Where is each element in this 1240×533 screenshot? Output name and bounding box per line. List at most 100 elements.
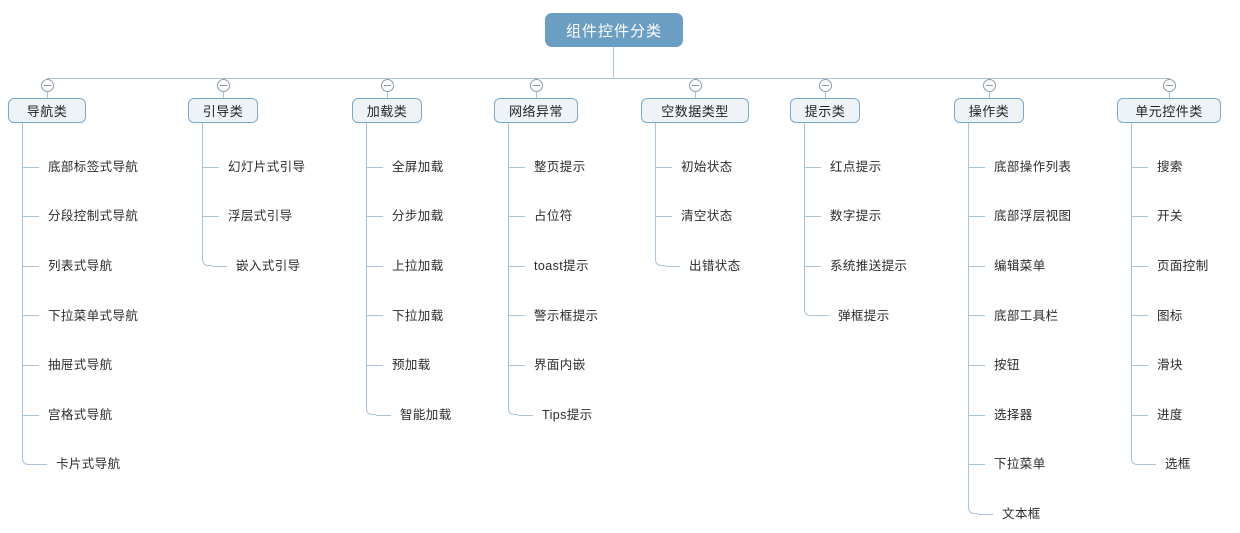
leaf-item[interactable]: 卡片式导航 — [32, 457, 121, 473]
leaf-item[interactable]: 系统推送提示 — [805, 258, 907, 274]
leaf-item[interactable]: 底部浮层视图 — [969, 209, 1071, 225]
leaf-item[interactable]: 下拉菜单式导航 — [23, 308, 138, 324]
leaf-item-label: 卡片式导航 — [56, 457, 121, 472]
leaf-connector-line — [518, 414, 533, 416]
leaf-item-label: 清空状态 — [681, 209, 733, 224]
leaf-item[interactable]: 界面内嵌 — [509, 357, 586, 373]
collapse-minus-circle-icon[interactable] — [217, 79, 230, 92]
leaf-item-label: 选择器 — [994, 407, 1033, 422]
leaf-item[interactable]: 浮层式引导 — [203, 209, 293, 225]
category-node-8[interactable]: 单元控件类 — [1117, 98, 1221, 123]
leaf-item[interactable]: 页面控制 — [1132, 258, 1209, 274]
collapse-minus-circle-icon[interactable] — [530, 79, 543, 92]
leaf-item[interactable]: 底部工具栏 — [969, 308, 1059, 324]
leaf-item[interactable]: 抽屉式导航 — [23, 357, 113, 373]
leaf-connector-line — [509, 265, 525, 267]
leaf-item[interactable]: 初始状态 — [656, 159, 733, 175]
leaf-item[interactable]: 分步加载 — [367, 209, 444, 225]
collapse-minus-circle-icon[interactable] — [1163, 79, 1176, 92]
root-node[interactable]: 组件控件分类 — [545, 13, 683, 47]
leaf-connector-line — [805, 265, 821, 267]
leaf-connector-line — [805, 216, 821, 218]
leaf-item[interactable]: 下拉菜单 — [969, 457, 1046, 473]
category-node-3[interactable]: 加载类 — [352, 98, 422, 123]
leaf-item[interactable]: 宫格式导航 — [23, 407, 113, 423]
category-drop-line — [536, 78, 537, 79]
leaf-item[interactable]: 选框 — [1141, 457, 1191, 473]
category-spine-line — [22, 123, 32, 465]
collapse-minus-circle-icon[interactable] — [381, 79, 394, 92]
leaf-item[interactable]: 弹框提示 — [814, 308, 890, 324]
leaf-item-label: 分段控制式导航 — [48, 209, 139, 224]
root-node-label: 组件控件分类 — [565, 22, 662, 40]
leaf-item[interactable]: 选择器 — [969, 407, 1033, 423]
leaf-item[interactable]: 清空状态 — [656, 209, 733, 225]
leaf-item[interactable]: 嵌入式引导 — [212, 258, 301, 274]
leaf-item[interactable]: 文本框 — [978, 506, 1041, 522]
leaf-item-label: 警示框提示 — [534, 308, 599, 323]
leaf-connector-line — [23, 414, 39, 416]
leaf-item[interactable]: 底部标签式导航 — [23, 159, 138, 175]
leaf-item-label: 底部工具栏 — [994, 308, 1059, 323]
leaf-connector-line — [509, 166, 525, 168]
leaf-item[interactable]: 底部操作列表 — [969, 159, 1071, 175]
collapse-minus-circle-icon[interactable] — [41, 79, 54, 92]
leaf-item-label: 开关 — [1157, 209, 1183, 224]
leaf-item[interactable]: Tips提示 — [518, 407, 593, 423]
collapse-minus-circle-icon[interactable] — [689, 79, 702, 92]
leaf-item[interactable]: 预加载 — [367, 357, 431, 373]
leaf-item[interactable]: 占位符 — [509, 209, 573, 225]
leaf-item-label: 下拉菜单式导航 — [48, 308, 139, 323]
leaf-item[interactable]: 按钮 — [969, 357, 1020, 373]
leaf-item[interactable]: 编辑菜单 — [969, 258, 1046, 274]
category-node-label: 单元控件类 — [1135, 104, 1203, 119]
leaf-item[interactable]: 警示框提示 — [509, 308, 599, 324]
leaf-item[interactable]: 开关 — [1132, 209, 1183, 225]
category-node-label: 空数据类型 — [661, 104, 729, 119]
leaf-item[interactable]: 上拉加载 — [367, 258, 444, 274]
category-node-label: 引导类 — [202, 104, 244, 119]
leaf-item[interactable]: 整页提示 — [509, 159, 586, 175]
category-drop-line — [989, 78, 990, 79]
leaf-item[interactable]: 出错状态 — [665, 258, 741, 274]
collapse-minus-circle-icon[interactable] — [819, 79, 832, 92]
leaf-item[interactable]: 滑块 — [1132, 357, 1183, 373]
category-node-7[interactable]: 操作类 — [954, 98, 1024, 123]
category-node-1[interactable]: 导航类 — [8, 98, 86, 123]
leaf-item-label: 智能加载 — [400, 407, 452, 422]
leaf-item[interactable]: 图标 — [1132, 308, 1183, 324]
collapse-minus-circle-icon[interactable] — [983, 79, 996, 92]
leaf-connector-line — [203, 166, 219, 168]
leaf-item[interactable]: 全屏加载 — [367, 159, 444, 175]
category-drop-line — [47, 78, 48, 79]
leaf-connector-line — [1132, 166, 1148, 168]
leaf-item[interactable]: 搜索 — [1132, 159, 1183, 175]
category-node-label: 导航类 — [26, 104, 68, 119]
leaf-item[interactable]: 进度 — [1132, 407, 1183, 423]
leaf-item[interactable]: 幻灯片式引导 — [203, 159, 305, 175]
leaf-item[interactable]: 红点提示 — [805, 159, 882, 175]
category-node-5[interactable]: 空数据类型 — [641, 98, 749, 123]
leaf-connector-line — [969, 166, 985, 168]
category-node-label: 加载类 — [366, 104, 408, 119]
leaf-item[interactable]: 智能加载 — [376, 407, 452, 423]
toggle-node-link-line — [695, 92, 696, 98]
category-node-2[interactable]: 引导类 — [188, 98, 258, 123]
leaf-connector-line — [23, 364, 39, 366]
leaf-connector-line — [969, 464, 985, 466]
leaf-item-label: 图标 — [1157, 308, 1183, 323]
leaf-item-label: 底部操作列表 — [994, 159, 1072, 174]
leaf-item-label: 宫格式导航 — [48, 407, 113, 422]
leaf-item[interactable]: 分段控制式导航 — [23, 209, 138, 225]
leaf-item[interactable]: toast提示 — [509, 258, 589, 274]
category-node-label: 提示类 — [804, 104, 846, 119]
category-node-6[interactable]: 提示类 — [790, 98, 860, 123]
leaf-connector-line — [367, 166, 383, 168]
leaf-item[interactable]: 下拉加载 — [367, 308, 444, 324]
leaf-item-label: 系统推送提示 — [830, 258, 908, 273]
toggle-node-link-line — [989, 92, 990, 98]
category-node-4[interactable]: 网络异常 — [494, 98, 578, 123]
leaf-item[interactable]: 列表式导航 — [23, 258, 113, 274]
leaf-item[interactable]: 数字提示 — [805, 209, 882, 225]
